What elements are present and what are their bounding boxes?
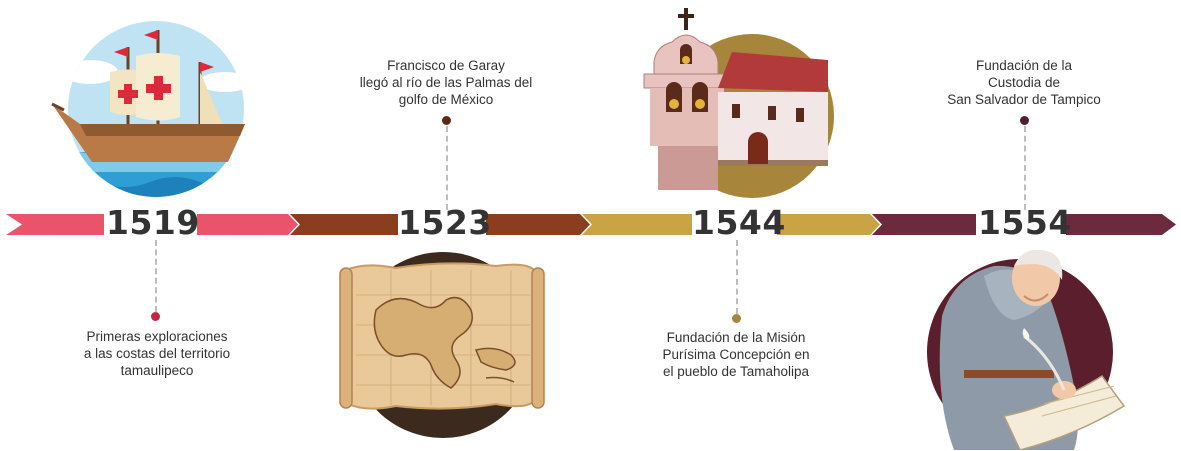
timeline-segment-1519 (6, 214, 104, 235)
timeline-segment-1523-left (290, 214, 398, 235)
dot-1554 (1020, 116, 1029, 125)
dot-1519 (151, 312, 160, 321)
sailing-ship-icon (51, 21, 245, 197)
event-text-1554-line-1: Fundación de la (975, 58, 1073, 73)
timeline-segment-1519-right (197, 214, 298, 235)
mission-church-icon (643, 8, 834, 198)
event-text-1519-line-3: tamaulipeco (120, 363, 194, 378)
event-text-1523-line-1: Francisco de Garay (387, 58, 505, 73)
event-text-1519-line-2: a las costas del territorio (83, 346, 231, 361)
connector-1544 (736, 240, 738, 314)
connector-1523 (446, 126, 448, 210)
event-text-1523: Francisco de Garay llegó al río de las P… (330, 57, 562, 108)
event-text-1523-line-3: golfo de México (398, 92, 494, 107)
friar-writing-icon (927, 249, 1126, 450)
timeline-segment-1523-right (486, 214, 590, 235)
event-text-1544: Fundación de la Misión Purísima Concepci… (630, 329, 842, 380)
dot-1523 (442, 116, 451, 125)
connector-1519 (155, 240, 157, 312)
event-text-1554-line-2: Custodia de (987, 75, 1061, 90)
old-map-scroll-icon (339, 252, 545, 438)
timeline-segment-1554-right (1066, 214, 1176, 235)
event-text-1554-line-3: San Salvador de Tampico (947, 92, 1101, 107)
event-text-1523-line-2: llegó al río de las Palmas del (359, 75, 533, 90)
event-text-1519: Primeras exploraciones a las costas del … (52, 328, 262, 379)
timeline-segment-1544-left (582, 214, 692, 235)
year-1523: 1523 (398, 203, 492, 242)
event-text-1544-line-1: Fundación de la Misión (666, 330, 806, 345)
timeline-segment-1544-right (777, 214, 880, 235)
event-text-1544-line-2: Purísima Concepción en (662, 347, 810, 362)
connector-1554 (1024, 126, 1026, 210)
event-text-1544-line-3: el pueblo de Tamaholipa (662, 364, 810, 379)
event-text-1519-line-1: Primeras exploraciones (86, 329, 228, 344)
year-1544: 1544 (692, 203, 786, 242)
timeline-segment-1554-left (872, 214, 976, 235)
dot-1544 (732, 314, 741, 323)
event-text-1554: Fundación de la Custodia de San Salvador… (916, 57, 1132, 108)
year-1519: 1519 (106, 203, 200, 242)
